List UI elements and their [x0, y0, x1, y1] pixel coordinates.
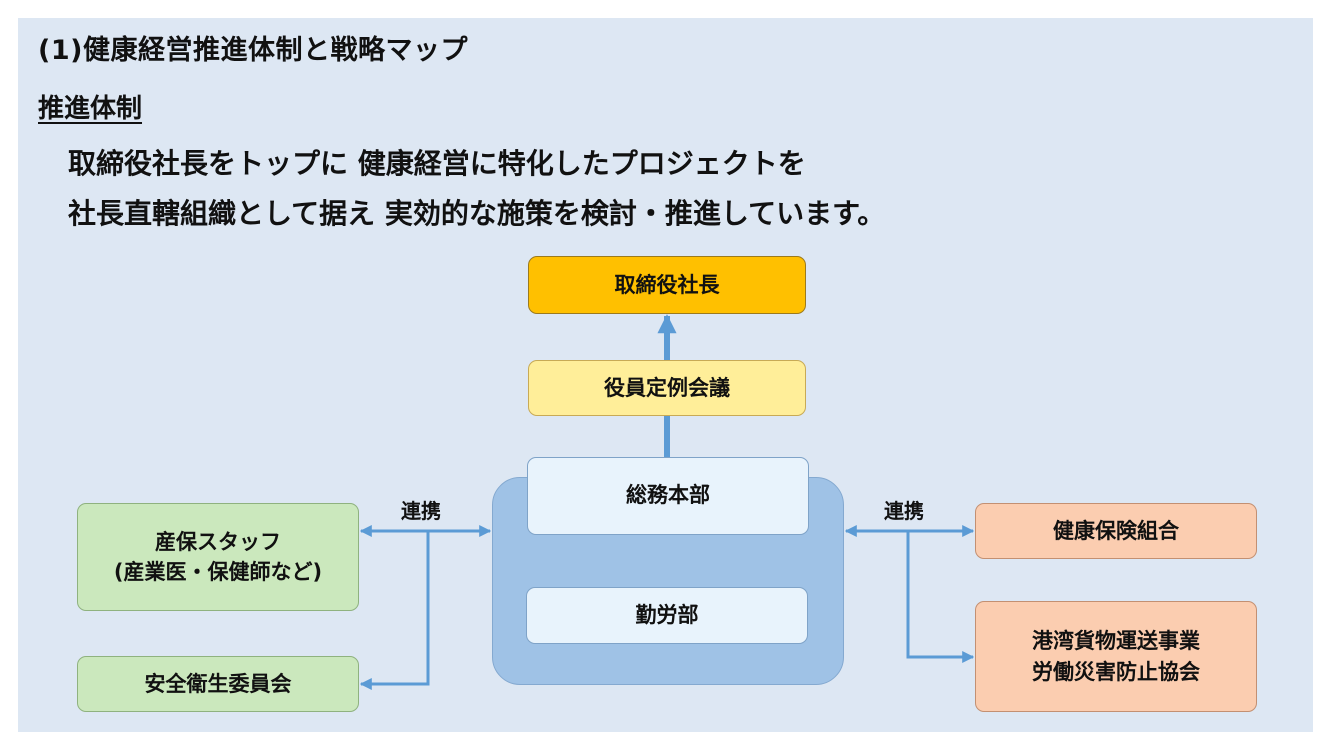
- port-association-line1: 港湾貨物運送事業: [1032, 629, 1200, 654]
- general-affairs-label: 総務本部: [626, 483, 710, 507]
- port-association-line2: 労働災害防止協会: [1032, 659, 1200, 684]
- health-insurance-label: 健康保険組合: [1053, 518, 1179, 543]
- general-affairs-box: 総務本部: [527, 457, 809, 535]
- subsection-heading: 推進体制: [38, 94, 143, 124]
- description-line-1: 取締役社長をトップに 健康経営に特化したプロジェクトを: [68, 147, 806, 180]
- link-label-left: 連携: [401, 499, 441, 523]
- executive-meeting-box: 役員定例会議: [528, 360, 806, 416]
- safety-committee-box: 安全衛生委員会: [77, 656, 359, 712]
- labor-dept-label: 勤労部: [635, 603, 699, 628]
- health-insurance-box: 健康保険組合: [975, 503, 1257, 559]
- occupational-health-staff-box: 産保スタッフ (産業医・保健師など): [77, 503, 359, 611]
- president-box: 取締役社長: [528, 256, 806, 314]
- labor-dept-box: 勤労部: [526, 587, 808, 644]
- executive-meeting-label: 役員定例会議: [604, 375, 730, 400]
- occupational-health-staff-line2: (産業医・保健師など): [113, 560, 323, 584]
- safety-committee-label: 安全衛生委員会: [144, 671, 292, 696]
- connector-left-to-safety: [359, 531, 430, 690]
- section-heading: (1)健康経営推進体制と戦略マップ: [38, 35, 468, 66]
- link-label-right: 連携: [884, 499, 924, 523]
- president-label: 取締役社長: [614, 272, 720, 297]
- connector-right-to-association: [906, 531, 975, 663]
- occupational-health-staff-line1: 産保スタッフ: [155, 529, 281, 554]
- description-line-2: 社長直轄組織として据え 実効的な施策を検討・推進しています。: [68, 197, 886, 230]
- port-association-box: 港湾貨物運送事業 労働災害防止協会: [975, 601, 1257, 712]
